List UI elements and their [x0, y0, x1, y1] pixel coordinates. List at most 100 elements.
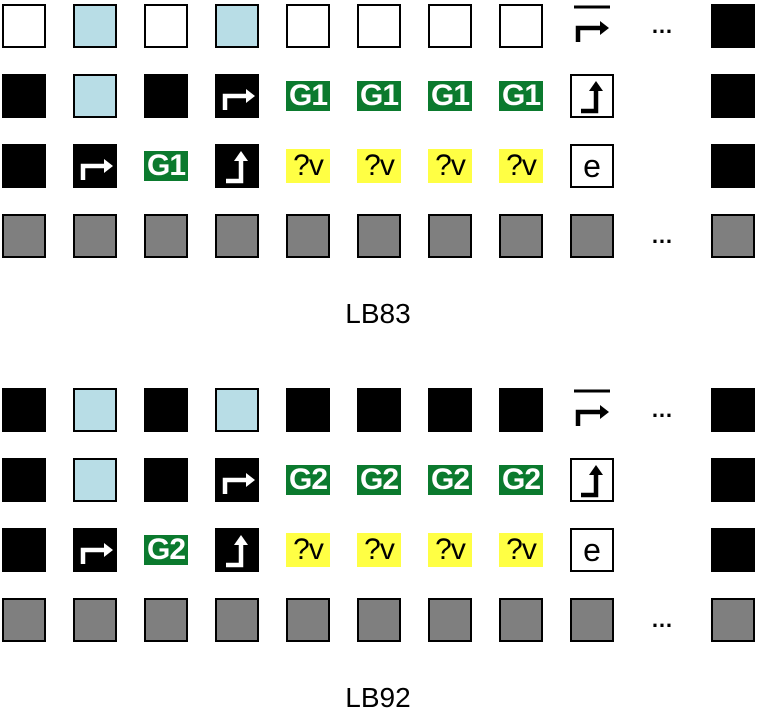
- goal-label: G1: [359, 79, 399, 112]
- goal-cell: G1: [144, 144, 188, 188]
- panel-label-lb83: LB83: [345, 298, 411, 329]
- black-square: [144, 458, 188, 502]
- gray-square: [144, 598, 188, 642]
- right-arrow-icon: [215, 74, 259, 118]
- black-square: [499, 388, 543, 432]
- unknown-value-label: ?v: [435, 149, 466, 182]
- goal-cell: G1: [357, 74, 401, 118]
- goal-cell: G2: [144, 528, 188, 572]
- unknown-value-label: ?v: [293, 149, 324, 182]
- unknown-value-cell: ?v: [357, 144, 401, 188]
- gray-square: [2, 598, 46, 642]
- up-arrow-icon: [570, 74, 614, 118]
- black-square: [2, 144, 46, 188]
- unknown-value-cell: ?v: [499, 528, 543, 572]
- gray-square: [215, 598, 259, 642]
- gray-square: [428, 598, 472, 642]
- gray-square: [73, 598, 117, 642]
- unknown-value-label: ?v: [293, 533, 324, 566]
- right-arrow-icon: [73, 144, 117, 188]
- ellipsis: …: [651, 223, 673, 248]
- unknown-value-cell: ?v: [286, 528, 330, 572]
- black-square: [2, 458, 46, 502]
- light-square: [73, 4, 117, 48]
- light-square: [73, 388, 117, 432]
- black-square: [428, 388, 472, 432]
- goal-cell: G1: [286, 74, 330, 118]
- ellipsis: …: [651, 607, 673, 632]
- light-square: [73, 458, 117, 502]
- white-square: [2, 4, 46, 48]
- goal-cell: G1: [499, 74, 543, 118]
- white-square: [286, 4, 330, 48]
- white-square: [428, 4, 472, 48]
- unknown-value-cell: ?v: [428, 144, 472, 188]
- unknown-value-cell: ?v: [357, 528, 401, 572]
- black-square: [711, 388, 755, 432]
- right-arrow-icon: [215, 458, 259, 502]
- ellipsis: …: [651, 397, 673, 422]
- e-symbol: e: [570, 144, 614, 188]
- unknown-value-label: ?v: [506, 149, 537, 182]
- light-square: [215, 388, 259, 432]
- gray-square: [286, 598, 330, 642]
- goal-label: G1: [288, 79, 328, 112]
- unknown-value-label: ?v: [364, 149, 395, 182]
- white-square: [499, 4, 543, 48]
- right-arrow-overline-icon: [570, 388, 614, 432]
- panel-label-lb92: LB92: [345, 682, 411, 713]
- black-square: [286, 388, 330, 432]
- gray-square: [711, 598, 755, 642]
- up-arrow-icon: [570, 458, 614, 502]
- goal-label: G1: [501, 79, 541, 112]
- black-square: [711, 74, 755, 118]
- black-square: [144, 388, 188, 432]
- unknown-value-label: ?v: [435, 533, 466, 566]
- gray-square: [2, 214, 46, 258]
- unknown-value-cell: ?v: [286, 144, 330, 188]
- black-square: [2, 528, 46, 572]
- up-arrow-icon: [215, 528, 259, 572]
- light-square: [215, 4, 259, 48]
- goal-label: G2: [501, 463, 541, 496]
- black-square: [711, 528, 755, 572]
- goal-label: G2: [430, 463, 470, 496]
- e-label: e: [583, 148, 601, 184]
- unknown-value-cell: ?v: [499, 144, 543, 188]
- unknown-value-label: ?v: [364, 533, 395, 566]
- goal-label: G1: [430, 79, 470, 112]
- gray-square: [499, 214, 543, 258]
- right-arrow-icon: [73, 528, 117, 572]
- ellipsis: …: [651, 13, 673, 38]
- gray-square: [428, 214, 472, 258]
- goal-cell: G1: [428, 74, 472, 118]
- black-square: [711, 4, 755, 48]
- light-square: [73, 74, 117, 118]
- up-arrow-icon: [215, 144, 259, 188]
- unknown-value-cell: ?v: [428, 528, 472, 572]
- goal-label: G2: [146, 533, 186, 566]
- black-square: [357, 388, 401, 432]
- gray-square: [570, 214, 614, 258]
- gray-square: [357, 598, 401, 642]
- gray-square: [499, 598, 543, 642]
- right-arrow-overline-icon: [570, 4, 614, 48]
- e-symbol: e: [570, 528, 614, 572]
- white-square: [357, 4, 401, 48]
- goal-cell: G2: [499, 458, 543, 502]
- goal-label: G1: [146, 149, 186, 182]
- goal-cell: G2: [357, 458, 401, 502]
- e-label: e: [583, 532, 601, 568]
- gray-square: [286, 214, 330, 258]
- goal-label: G2: [288, 463, 328, 496]
- goal-cell: G2: [286, 458, 330, 502]
- gray-square: [570, 598, 614, 642]
- gray-square: [357, 214, 401, 258]
- black-square: [711, 144, 755, 188]
- black-square: [2, 74, 46, 118]
- goal-label: G2: [359, 463, 399, 496]
- black-square: [144, 74, 188, 118]
- gray-square: [215, 214, 259, 258]
- white-square: [144, 4, 188, 48]
